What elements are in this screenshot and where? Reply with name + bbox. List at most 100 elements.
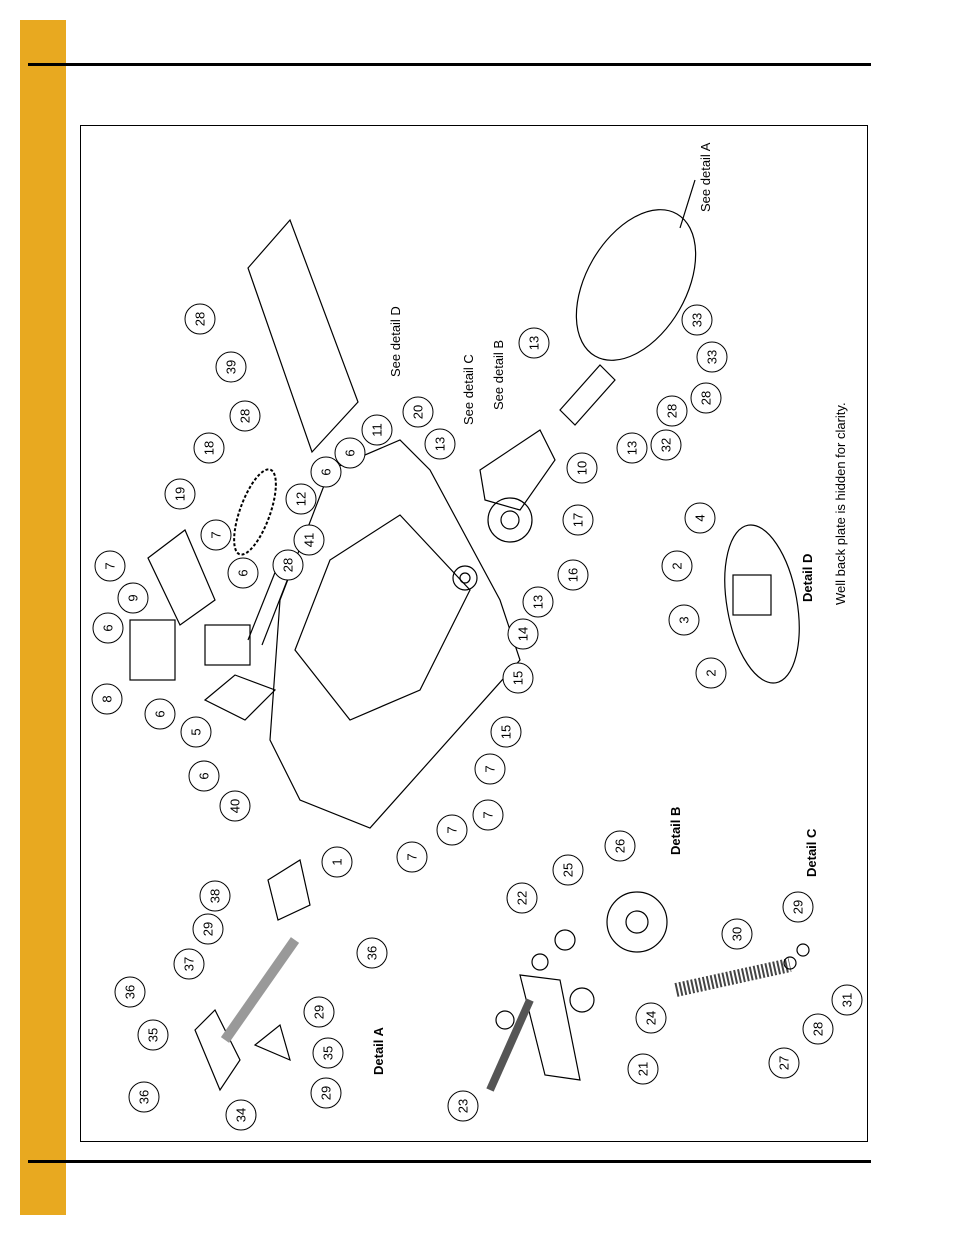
callout-7: 7 xyxy=(94,550,126,582)
detail-c-title: Detail C xyxy=(804,828,819,877)
callout-33: 33 xyxy=(681,304,713,336)
svg-text:6: 6 xyxy=(319,468,334,475)
callout-29: 29 xyxy=(303,996,335,1028)
svg-text:7: 7 xyxy=(405,853,420,860)
callout-28: 28 xyxy=(690,382,722,414)
svg-text:7: 7 xyxy=(103,562,118,569)
svg-text:29: 29 xyxy=(791,900,806,914)
svg-text:1: 1 xyxy=(330,858,345,865)
callout-7: 7 xyxy=(200,519,232,551)
clamp-bracket xyxy=(194,1008,241,1092)
svg-text:7: 7 xyxy=(481,811,496,818)
svg-text:13: 13 xyxy=(527,336,542,350)
svg-text:38: 38 xyxy=(208,889,223,903)
svg-text:24: 24 xyxy=(644,1011,659,1025)
notes: See detail A See detail B See detail C S… xyxy=(371,142,848,1075)
callout-13: 13 xyxy=(522,586,554,618)
svg-text:7: 7 xyxy=(209,531,224,538)
callout-15: 15 xyxy=(490,716,522,748)
svg-text:13: 13 xyxy=(433,437,448,451)
side-color-bar xyxy=(20,20,66,1215)
svg-text:36: 36 xyxy=(123,985,138,999)
svg-text:3: 3 xyxy=(677,616,692,623)
svg-text:11: 11 xyxy=(370,423,385,437)
header-rule xyxy=(28,63,871,66)
see-detail-a: See detail A xyxy=(698,142,713,212)
callout-24: 24 xyxy=(635,1002,667,1034)
callout-2: 2 xyxy=(695,657,727,689)
svg-text:21: 21 xyxy=(636,1062,651,1076)
callout-19: 19 xyxy=(164,478,196,510)
hidden-plate-note: Well back plate is hidden for clarity. xyxy=(833,402,848,605)
svg-text:6: 6 xyxy=(101,624,116,631)
callout-13: 13 xyxy=(518,327,550,359)
svg-text:29: 29 xyxy=(201,922,216,936)
callout-7: 7 xyxy=(474,753,506,785)
svg-text:34: 34 xyxy=(234,1108,249,1122)
svg-text:13: 13 xyxy=(625,441,640,455)
diagram-frame xyxy=(80,125,868,1142)
svg-text:8: 8 xyxy=(100,695,115,702)
svg-text:16: 16 xyxy=(566,568,581,582)
callout-28: 28 xyxy=(656,395,688,427)
callout-4: 4 xyxy=(684,502,716,534)
callout-6: 6 xyxy=(188,760,220,792)
sprocket-detail-b xyxy=(606,891,668,953)
svg-text:39: 39 xyxy=(224,360,239,374)
svg-text:26: 26 xyxy=(613,839,628,853)
svg-text:36: 36 xyxy=(365,946,380,960)
svg-text:29: 29 xyxy=(319,1086,334,1100)
callout-31: 31 xyxy=(831,984,863,1016)
svg-text:33: 33 xyxy=(705,350,720,364)
callout-41: 41 xyxy=(293,524,325,556)
callout-23: 23 xyxy=(447,1090,479,1122)
see-detail-d: See detail D xyxy=(388,306,403,377)
callout-11: 11 xyxy=(361,414,393,446)
svg-text:25: 25 xyxy=(561,863,576,877)
callout-6: 6 xyxy=(92,612,124,644)
callout-29: 29 xyxy=(192,913,224,945)
svg-text:7: 7 xyxy=(483,765,498,772)
drive-shaft xyxy=(559,364,616,426)
callout-29: 29 xyxy=(310,1077,342,1109)
callout-39: 39 xyxy=(215,351,247,383)
callout-28: 28 xyxy=(802,1013,834,1045)
svg-text:36: 36 xyxy=(137,1090,152,1104)
detail-d-title: Detail D xyxy=(800,554,815,602)
callout-3: 3 xyxy=(668,604,700,636)
svg-text:15: 15 xyxy=(499,725,514,739)
svg-text:12: 12 xyxy=(294,492,309,506)
svg-text:6: 6 xyxy=(343,449,358,456)
callout-16: 16 xyxy=(557,559,589,591)
callout-18: 18 xyxy=(193,432,225,464)
callout-36: 36 xyxy=(128,1081,160,1113)
callout-36: 36 xyxy=(114,976,146,1008)
callout-7: 7 xyxy=(396,841,428,873)
callout-6: 6 xyxy=(227,557,259,589)
svg-text:27: 27 xyxy=(777,1056,792,1070)
svg-text:6: 6 xyxy=(197,772,212,779)
detail-d-bubble xyxy=(724,524,800,684)
svg-text:20: 20 xyxy=(411,405,426,419)
callout-6: 6 xyxy=(310,456,342,488)
svg-text:28: 28 xyxy=(193,312,208,326)
callout-22: 22 xyxy=(506,882,538,914)
svg-text:28: 28 xyxy=(665,404,680,418)
footer-rule xyxy=(28,1160,871,1163)
callout-35: 35 xyxy=(137,1019,169,1051)
callout-13: 13 xyxy=(616,432,648,464)
callout-10: 10 xyxy=(566,452,598,484)
svg-text:5: 5 xyxy=(189,728,204,735)
cover-plate xyxy=(247,218,359,454)
svg-text:17: 17 xyxy=(571,513,586,527)
callout-28: 28 xyxy=(229,400,261,432)
detail-a-bubble xyxy=(575,209,697,361)
callout-33: 33 xyxy=(696,341,728,373)
svg-text:6: 6 xyxy=(236,569,251,576)
callout-5: 5 xyxy=(180,716,212,748)
callout-6: 6 xyxy=(334,437,366,469)
callout-28: 28 xyxy=(272,549,304,581)
callout-25: 25 xyxy=(552,854,584,886)
svg-text:6: 6 xyxy=(153,710,168,717)
callout-35: 35 xyxy=(312,1037,344,1069)
